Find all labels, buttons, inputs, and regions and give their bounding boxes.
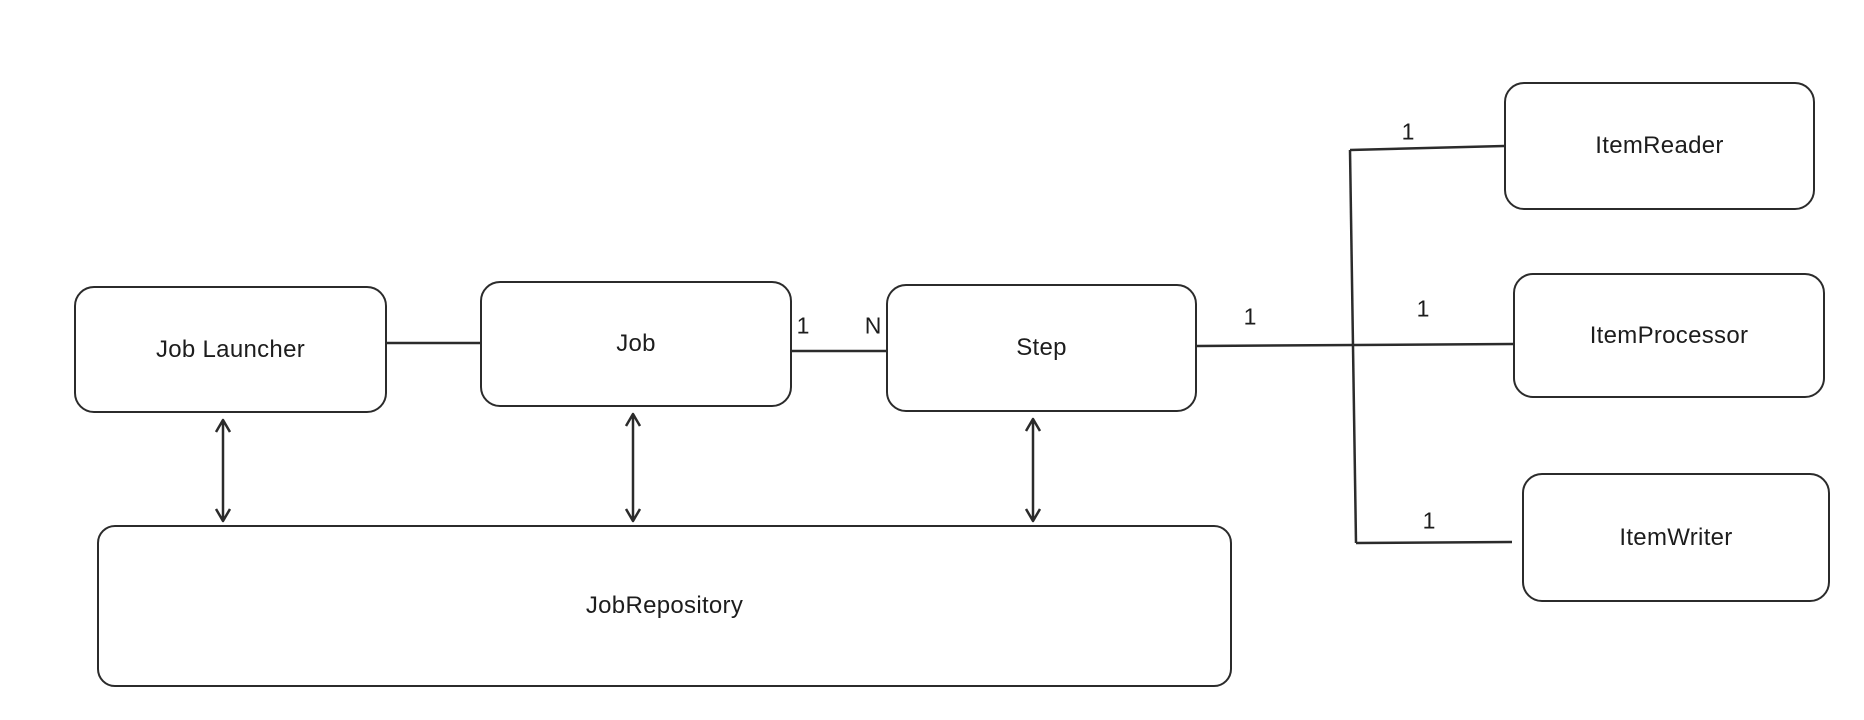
- connector-step-itemprocessor: [1196, 342, 1514, 348]
- multiplicity-item-processor: 1: [1416, 295, 1430, 322]
- multiplicity-item-reader: 1: [1401, 118, 1415, 145]
- node-item-processor-label: ItemProcessor: [1589, 321, 1749, 349]
- multiplicity-step-side: N: [864, 312, 882, 339]
- node-item-reader: ItemReader: [1504, 82, 1815, 210]
- node-step-label: Step: [1016, 334, 1067, 361]
- connector-branch-itemwriter: [1355, 540, 1513, 545]
- multiplicity-item-writer: 1: [1422, 507, 1436, 534]
- connector-trunk-vertical: [1348, 149, 1358, 544]
- arrow-joblauncher-jobrepository: [214, 418, 232, 523]
- multiplicity-step-right: 1: [1243, 303, 1257, 330]
- arrow-step-jobrepository: [1024, 417, 1042, 523]
- node-job-label: Job: [616, 330, 656, 357]
- node-job-launcher: Job Launcher: [74, 286, 387, 413]
- arrow-job-jobrepository: [624, 412, 642, 523]
- node-job-repository-label: JobRepository: [585, 592, 744, 619]
- node-job: Job: [480, 281, 792, 407]
- node-item-writer: ItemWriter: [1522, 473, 1830, 602]
- connector-branch-itemreader: [1349, 144, 1505, 152]
- node-item-writer-label: ItemWriter: [1619, 523, 1733, 551]
- node-job-repository: JobRepository: [97, 525, 1232, 687]
- node-step: Step: [886, 284, 1197, 412]
- node-item-processor: ItemProcessor: [1513, 273, 1825, 398]
- node-job-launcher-label: Job Launcher: [155, 335, 306, 363]
- multiplicity-job-side: 1: [796, 312, 810, 339]
- node-item-reader-label: ItemReader: [1595, 132, 1724, 159]
